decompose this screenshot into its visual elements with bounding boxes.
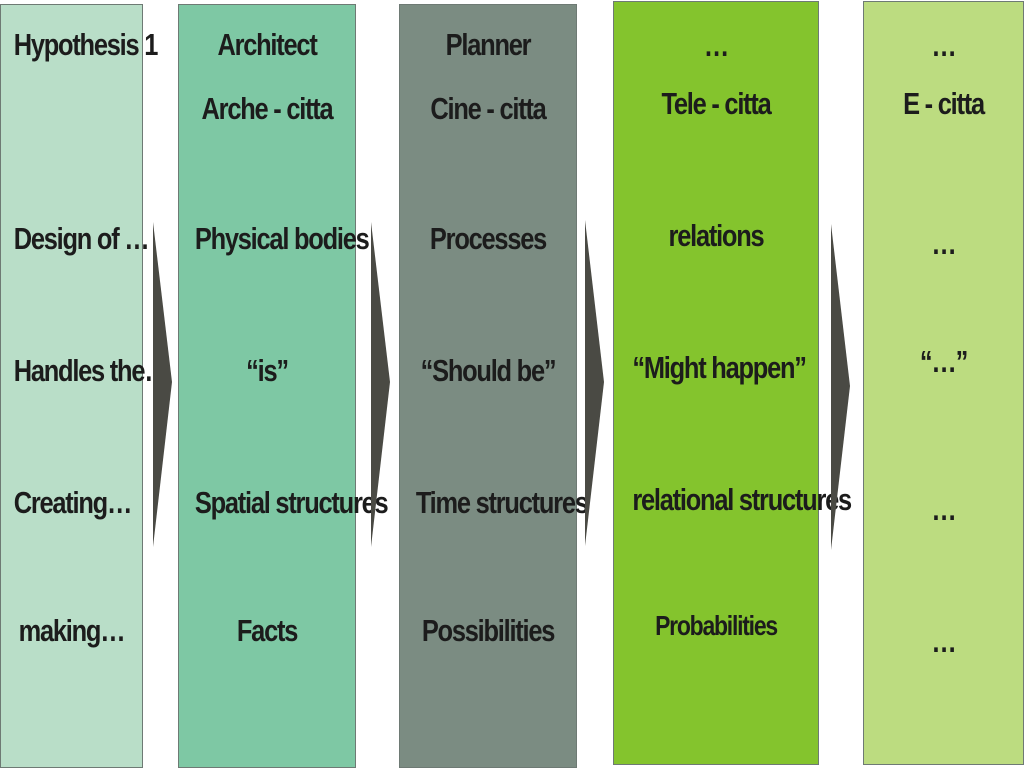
- cell-handles: “Should be”: [420, 353, 557, 388]
- cell-handles: Handles the…: [13, 353, 170, 388]
- cell-making: Facts: [236, 613, 298, 648]
- cell-handles: “…”: [919, 344, 968, 379]
- cell-header: …: [931, 28, 956, 63]
- column-e-citta: … E - citta … “…” … …: [863, 1, 1024, 765]
- cell-design: Processes: [429, 221, 547, 256]
- cell-design: …: [931, 226, 956, 261]
- cell-creating: Time structures: [415, 485, 589, 520]
- cell-citta: E - citta: [903, 86, 985, 121]
- cell-header: Architect: [217, 27, 317, 62]
- cell-making: Possibilities: [421, 613, 556, 648]
- arrow-right-icon: [831, 224, 850, 550]
- cell-making: making…: [18, 613, 126, 648]
- cell-citta: Tele - citta: [661, 86, 771, 121]
- cell-creating: relational structures: [632, 482, 852, 517]
- cell-making: Probabilities: [655, 610, 778, 641]
- arrow-right-icon: [153, 222, 172, 547]
- cell-creating: Spatial structures: [194, 485, 389, 520]
- cell-header: …: [703, 28, 729, 63]
- cell-handles: “is”: [246, 353, 289, 388]
- column-architect: Architect Arche - citta Physical bodies …: [178, 4, 389, 768]
- cell-design: relations: [668, 218, 765, 253]
- column-tele-citta: … Tele - citta relations “Might happen” …: [613, 1, 852, 765]
- cell-header: Planner: [445, 27, 532, 62]
- cell-header: Hypothesis 1: [13, 27, 159, 62]
- cell-creating: Creating…: [13, 485, 133, 520]
- column-hypothesis: Hypothesis 1 Design of … Handles the… Cr…: [0, 4, 170, 768]
- arrow-right-icon: [371, 222, 390, 547]
- cell-citta: Cine - citta: [430, 91, 546, 126]
- cell-design: Physical bodies: [194, 221, 370, 256]
- cell-citta: Arche - citta: [201, 91, 334, 126]
- cell-creating: …: [931, 492, 956, 527]
- cell-handles: “Might happen”: [632, 350, 807, 385]
- column-planner: Planner Cine - citta Processes “Should b…: [399, 4, 589, 768]
- arrow-right-icon: [585, 220, 604, 546]
- cell-making: …: [931, 624, 956, 659]
- cell-design: Design of …: [13, 221, 150, 256]
